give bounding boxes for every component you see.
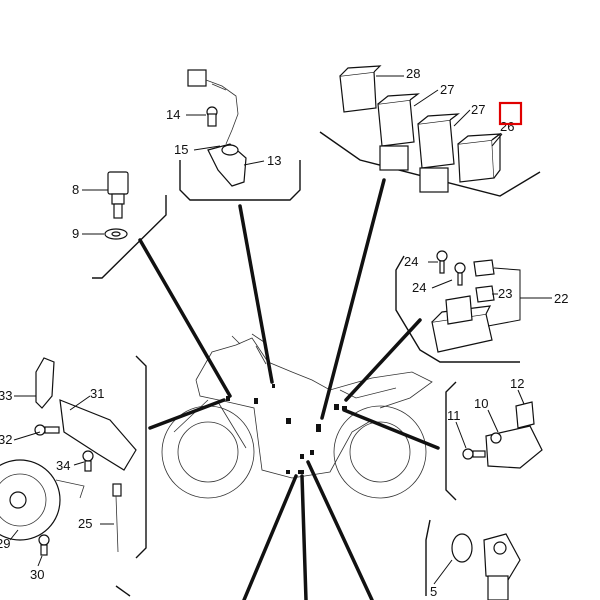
group-frames xyxy=(92,131,541,597)
callout-15: 15 xyxy=(174,142,188,157)
horn-group xyxy=(0,357,137,556)
motorcycle-outline xyxy=(161,333,433,499)
relay-group xyxy=(339,65,502,193)
callout-11: 11 xyxy=(447,408,461,423)
callout-8: 8 xyxy=(72,182,79,197)
callout-leaders xyxy=(9,75,552,585)
callout-labels: 28 27 27 26 14 15 13 8 9 24 24 23 22 33 … xyxy=(0,66,568,599)
callout-10: 10 xyxy=(474,396,488,411)
callout-29: 29 xyxy=(0,536,10,551)
sensor-assembly xyxy=(187,69,247,187)
callout-13: 13 xyxy=(267,153,281,168)
callout-27-upper: 27 xyxy=(440,82,454,97)
callout-24-upper: 24 xyxy=(404,254,418,269)
callout-14: 14 xyxy=(166,107,180,122)
callout-33: 33 xyxy=(0,388,12,403)
callout-12: 12 xyxy=(510,376,524,391)
highlight-box-26 xyxy=(498,101,523,126)
callout-28: 28 xyxy=(406,66,420,81)
callout-9: 9 xyxy=(72,226,79,241)
callout-34: 34 xyxy=(56,458,70,473)
callout-23: 23 xyxy=(498,286,512,301)
starter-relay xyxy=(431,250,495,353)
callout-30: 30 xyxy=(30,567,44,582)
callout-32: 32 xyxy=(0,432,12,447)
pressure-switch xyxy=(104,171,129,240)
callout-27-lower: 27 xyxy=(471,102,485,117)
callout-26: 26 xyxy=(500,119,514,134)
group-leaders xyxy=(138,178,440,600)
callout-24-lower: 24 xyxy=(412,280,426,295)
callout-31: 31 xyxy=(90,386,104,401)
sensor-part-5 xyxy=(451,533,521,600)
sidestand-switch xyxy=(462,401,543,469)
callout-25: 25 xyxy=(78,516,92,531)
callout-22: 22 xyxy=(554,291,568,306)
callout-5: 5 xyxy=(430,584,437,599)
